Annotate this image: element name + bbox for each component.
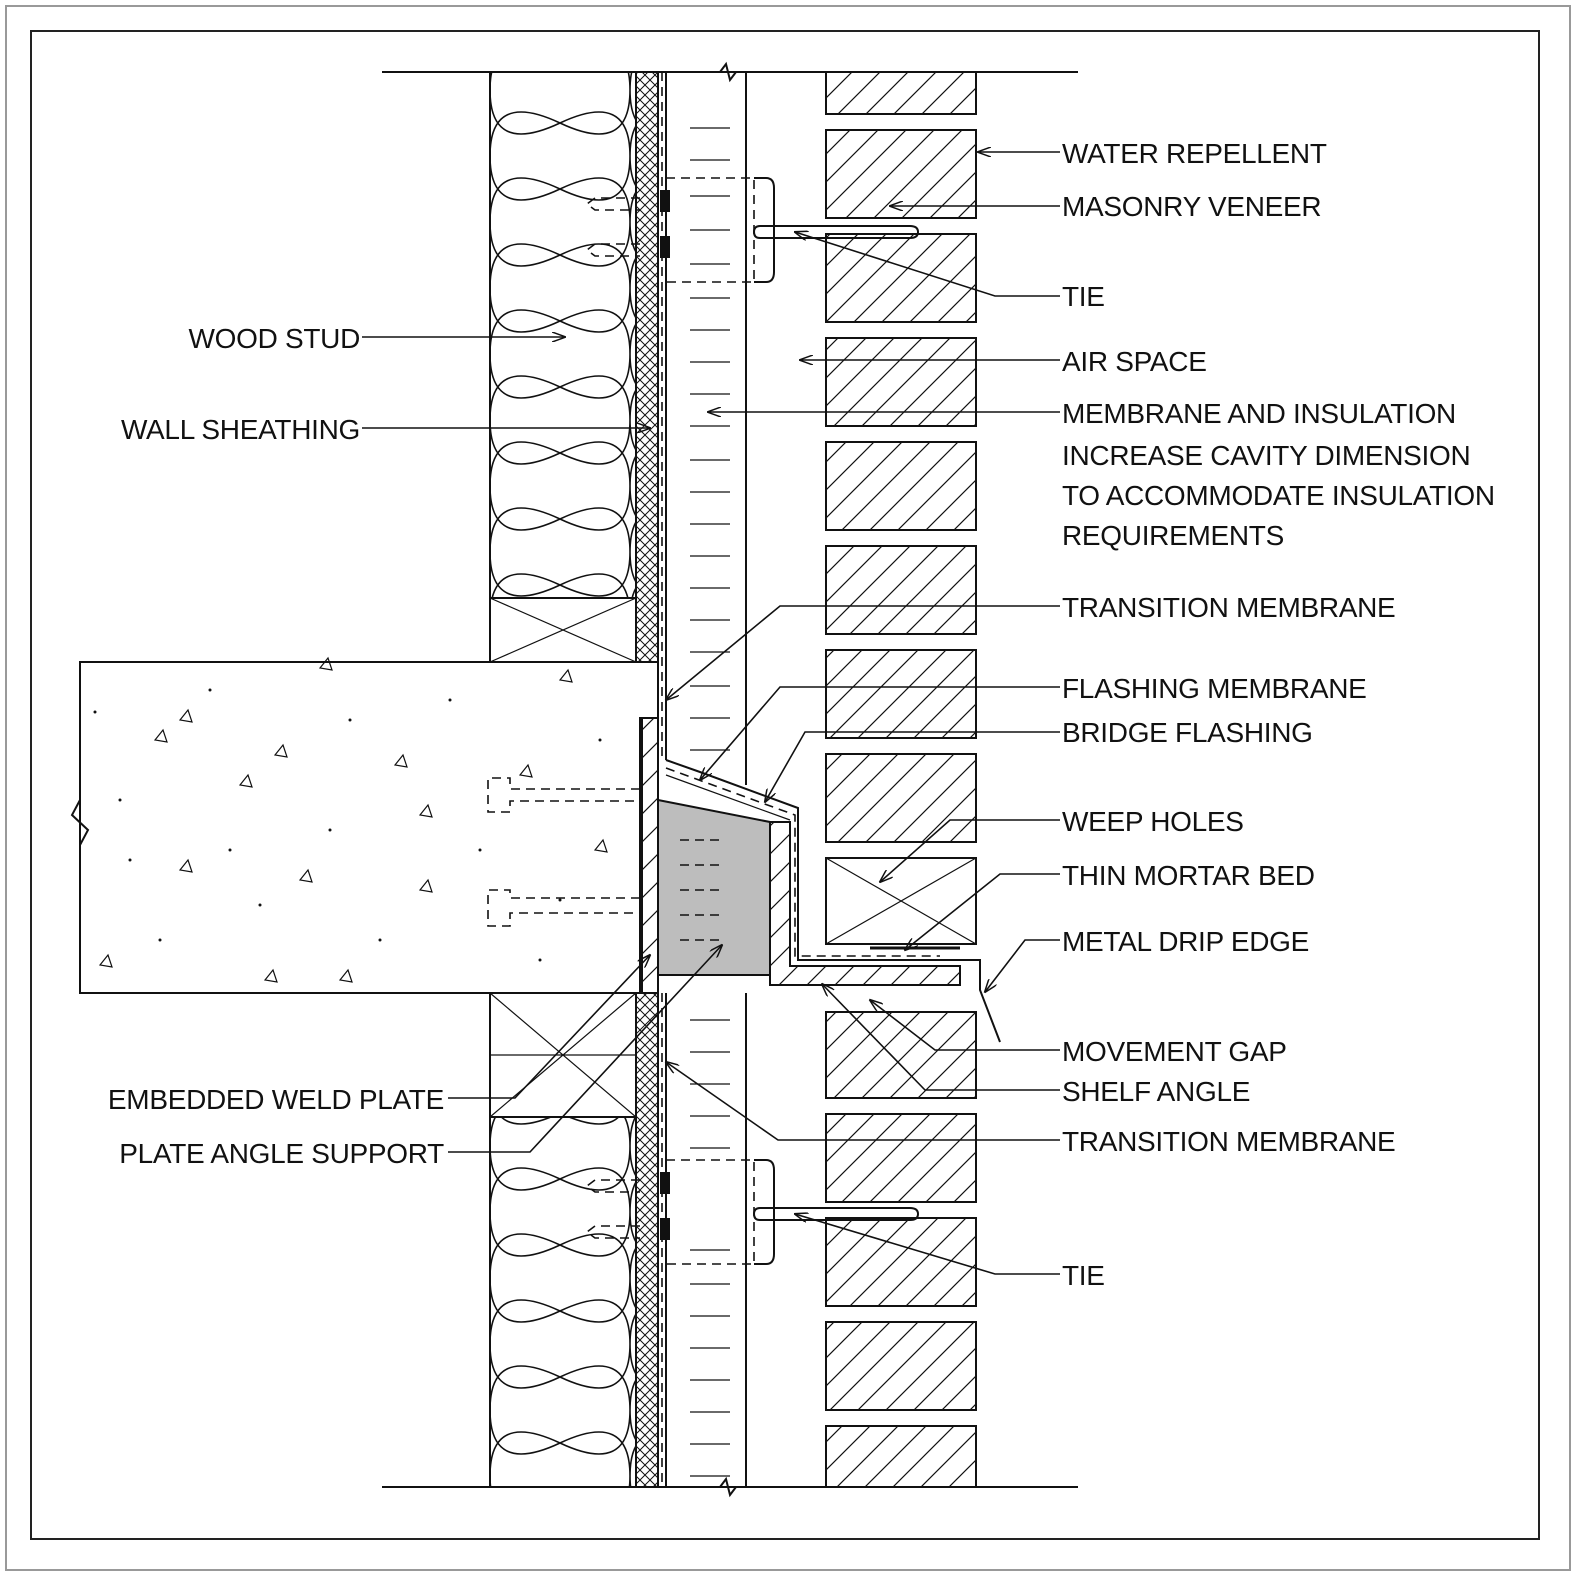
label-weep-holes: WEEP HOLES [1062, 806, 1244, 837]
outer-border [5, 5, 1571, 1571]
label-plate-angle-support: PLATE ANGLE SUPPORT [119, 1138, 444, 1169]
plate-angle-support-shape [657, 798, 771, 976]
label-membrane-insulation-4: REQUIREMENTS [1062, 520, 1284, 551]
label-thin-mortar-bed: THIN MORTAR BED [1062, 860, 1315, 891]
inner-border [30, 30, 1540, 1540]
label-wood-stud: WOOD STUD [188, 323, 360, 354]
insulation-dashes-grey [680, 839, 725, 941]
label-shelf-angle: SHELF ANGLE [1062, 1076, 1250, 1107]
label-bridge-flashing: BRIDGE FLASHING [1062, 717, 1313, 748]
flashing-membrane-shape [665, 767, 940, 957]
label-membrane-insulation-1: MEMBRANE AND INSULATION [1062, 398, 1456, 429]
label-movement-gap: MOVEMENT GAP [1062, 1036, 1287, 1067]
wall-sheathing-lower [635, 992, 659, 1488]
label-masonry-veneer: MASONRY VENEER [1062, 191, 1321, 222]
label-transition-membrane-top: TRANSITION MEMBRANE [1062, 592, 1395, 623]
label-tie-bottom: TIE [1062, 1260, 1105, 1291]
shelf-angle-shape [769, 821, 961, 986]
label-embedded-weld-plate: EMBEDDED WELD PLATE [108, 1084, 444, 1115]
leader-lines [362, 152, 1060, 1275]
masonry-veneer [825, 71, 977, 1488]
cavity-insulation [661, 61, 747, 1498]
label-air-space: AIR SPACE [1062, 346, 1207, 377]
label-wall-sheathing: WALL SHEATHING [121, 414, 360, 445]
embedded-weld-plate-shape [641, 717, 659, 994]
label-membrane-insulation-3: TO ACCOMMODATE INSULATION [1062, 480, 1495, 511]
wood-stud-lower [489, 992, 637, 1488]
label-metal-drip-edge: METAL DRIP EDGE [1062, 926, 1309, 957]
label-transition-membrane-bottom: TRANSITION MEMBRANE [1062, 1126, 1395, 1157]
wood-stud-upper [489, 71, 637, 663]
label-membrane-insulation-2: INCREASE CAVITY DIMENSION [1062, 440, 1470, 471]
wall-sheathing [635, 71, 659, 663]
label-water-repellent: WATER REPELLENT [1062, 138, 1327, 169]
concrete-slab [70, 656, 659, 994]
label-flashing-membrane: FLASHING MEMBRANE [1062, 673, 1367, 704]
label-tie-top: TIE [1062, 281, 1105, 312]
